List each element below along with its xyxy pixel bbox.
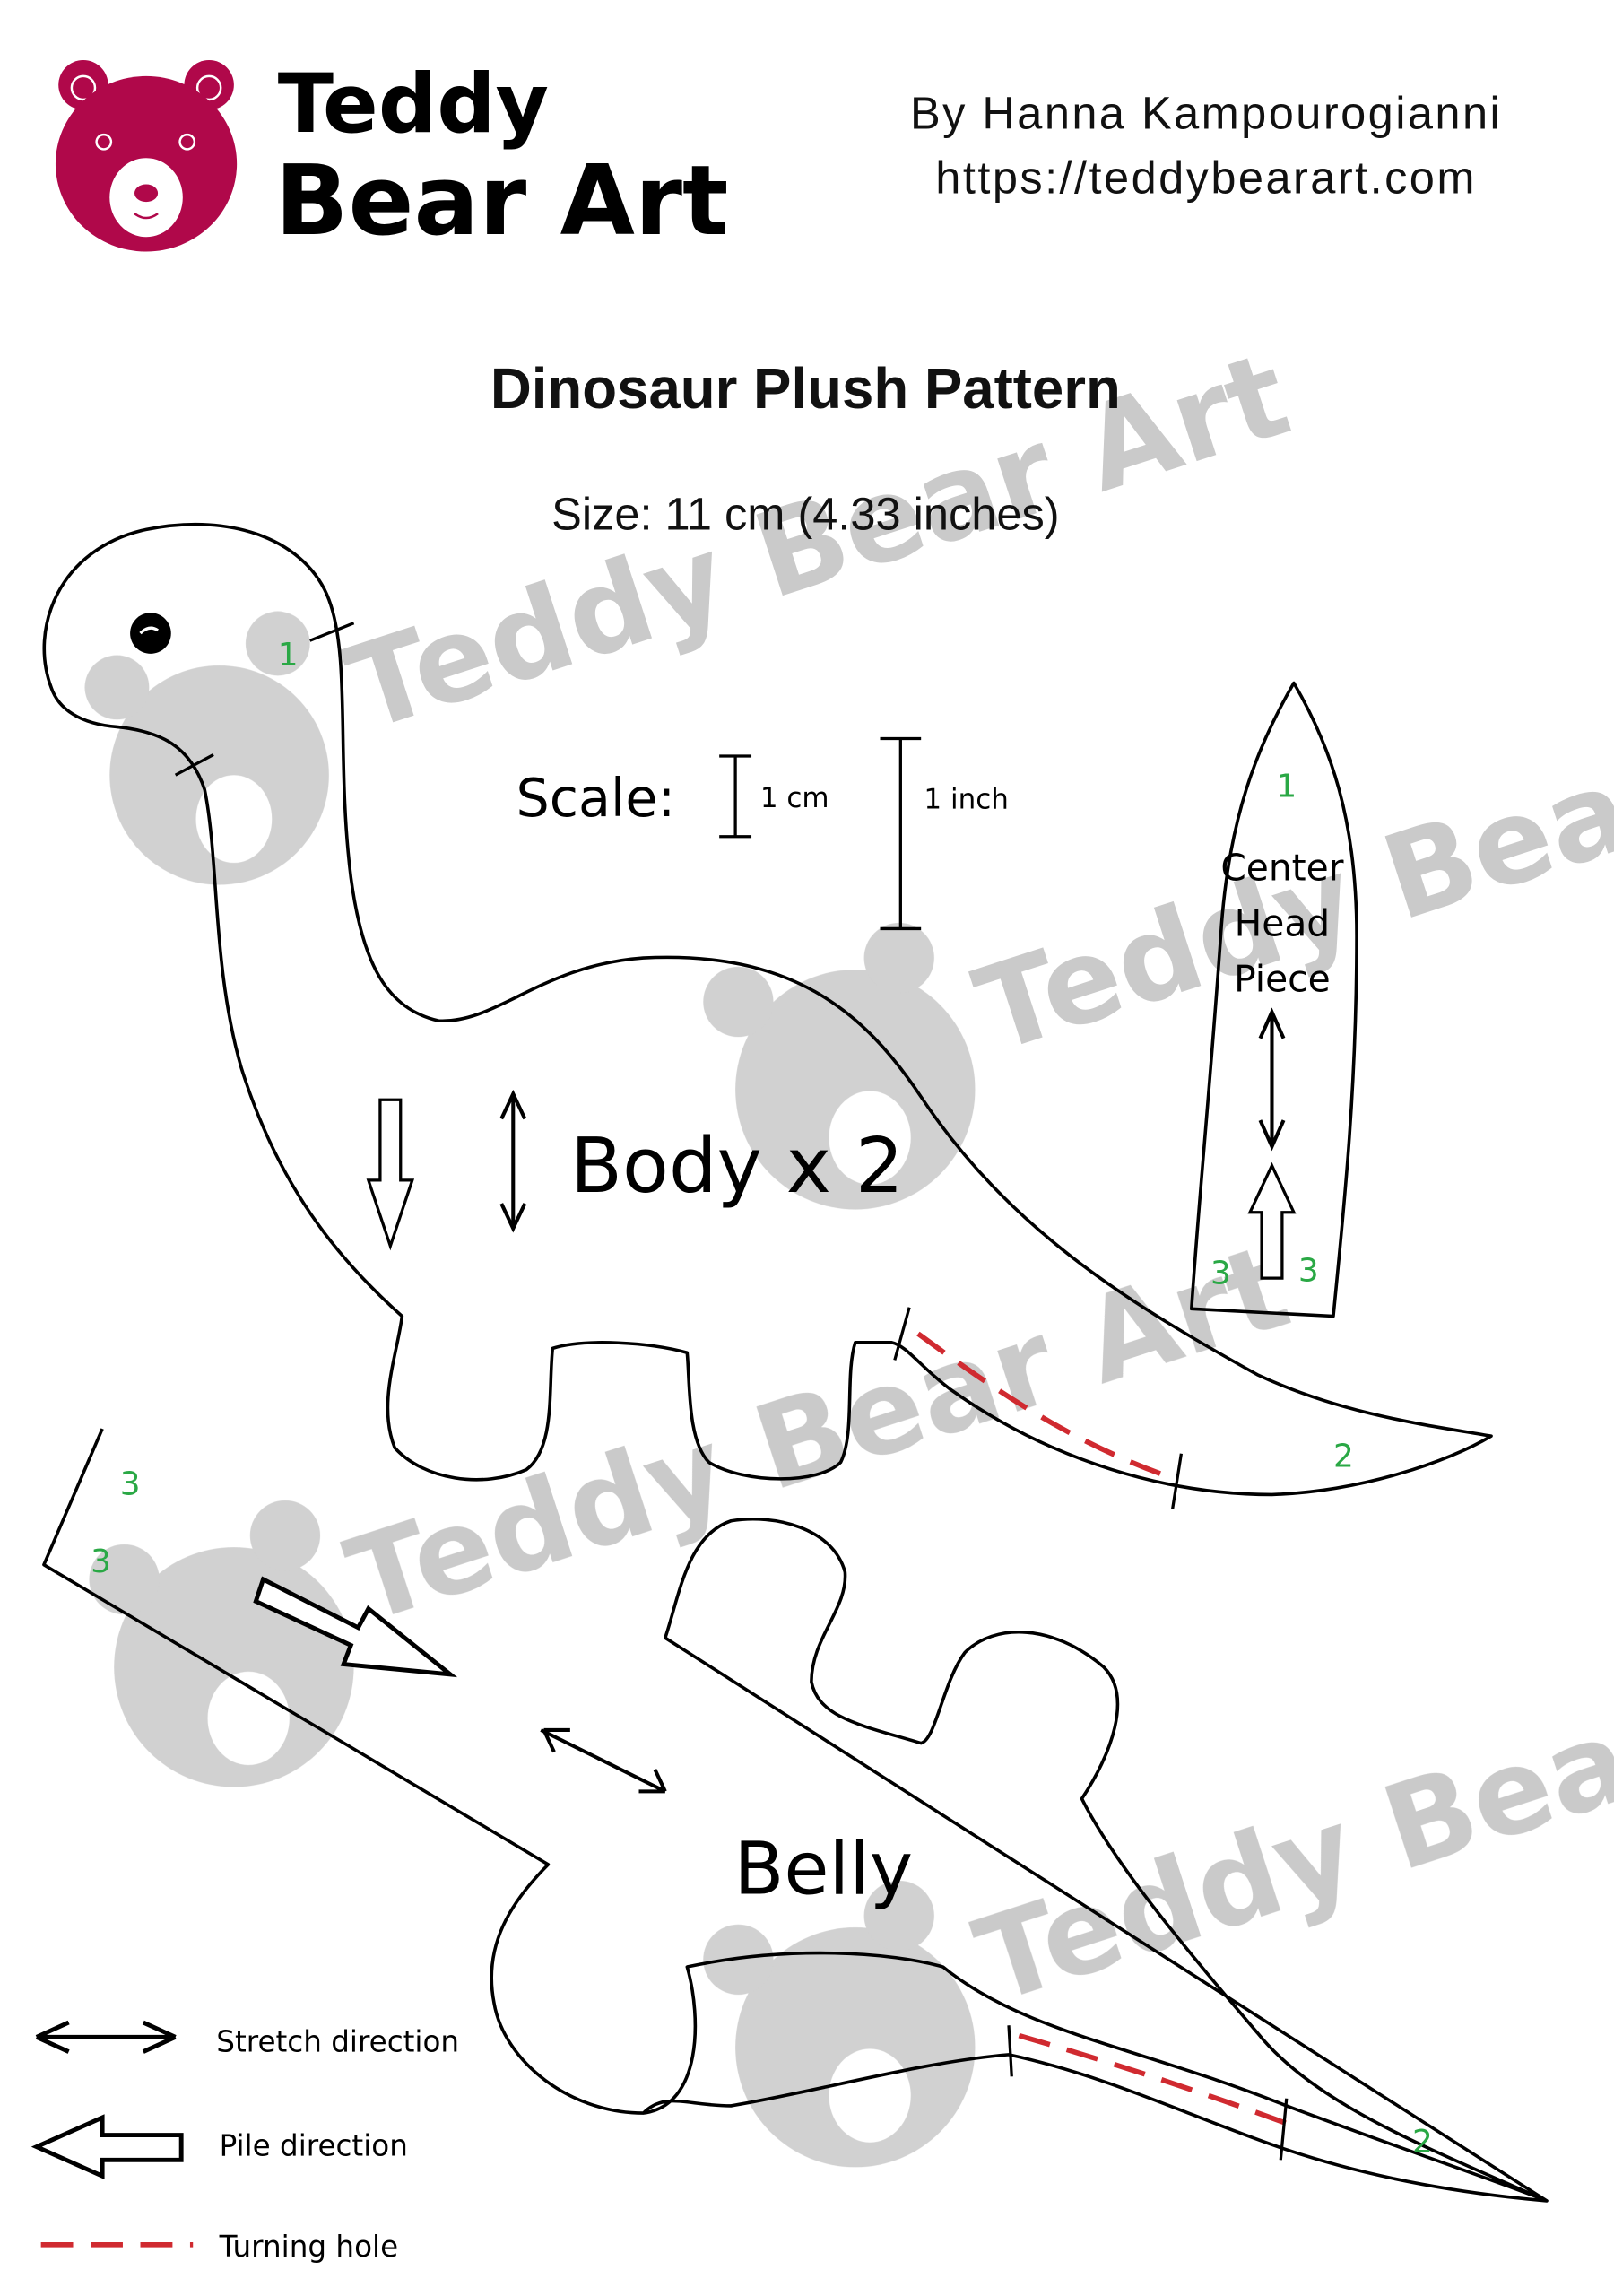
legend-turning-label: Turning hole xyxy=(219,2230,399,2264)
eye-icon xyxy=(130,613,171,654)
scale-label: Scale: xyxy=(516,768,676,829)
scale: Scale: 1 cm 1 inch xyxy=(516,736,1009,931)
scale-cm-bar xyxy=(719,754,752,839)
stretch-direction-icon xyxy=(35,2020,177,2054)
match-mark-3: 3 xyxy=(91,1544,111,1580)
logo-text-bear-art: Bear Art xyxy=(275,145,729,257)
scale-inch-bar xyxy=(880,736,922,931)
match-mark-3: 3 xyxy=(1298,1252,1319,1289)
pile-direction-icon xyxy=(1247,1161,1297,1280)
stretch-direction-icon xyxy=(499,1089,527,1233)
watermark-text: Teddy Bear Art xyxy=(332,1218,1304,1650)
legend-pile-label: Pile direction xyxy=(220,2128,408,2162)
belly-label: Belly xyxy=(733,1827,913,1912)
stretch-direction-icon xyxy=(540,1727,667,1794)
center-head-label-3: Piece xyxy=(1234,958,1331,1001)
center-head-piece: 1 Center Head Piece 3 3 xyxy=(1190,681,1358,1318)
match-mark-2: 2 xyxy=(1412,2124,1433,2161)
body-label: Body x 2 xyxy=(570,1121,904,1210)
pile-direction-icon xyxy=(366,1098,415,1251)
size-text: Size: 11 cm (4.33 inches) xyxy=(551,488,1059,539)
watermark-bear-icon xyxy=(84,611,976,2168)
stretch-direction-icon xyxy=(1258,1007,1286,1152)
legend-stretch-label: Stretch direction xyxy=(216,2025,459,2059)
match-mark-1: 1 xyxy=(278,637,299,674)
author-byline: By Hanna Kampourogianni xyxy=(910,88,1502,139)
bear-logo-icon xyxy=(55,59,238,252)
author-url[interactable]: https://teddybearart.com xyxy=(935,152,1477,203)
match-mark-1: 1 xyxy=(1276,769,1297,805)
center-head-label-2: Head xyxy=(1235,902,1331,945)
body-piece: 1 2 Body x 2 xyxy=(42,522,1493,1509)
scale-cm-label: 1 cm xyxy=(760,782,829,814)
watermark-text: Teddy Bear Art xyxy=(960,1598,1614,2031)
center-head-label-1: Center xyxy=(1220,847,1343,890)
match-mark-3: 3 xyxy=(1210,1256,1231,1292)
scale-inch-label: 1 inch xyxy=(924,784,1008,816)
belly-piece: 3 3 2 Belly xyxy=(42,1428,1549,2203)
page-title: Dinosaur Plush Pattern xyxy=(490,357,1121,421)
match-mark-2: 2 xyxy=(1333,1438,1354,1474)
logo: Teddy Bear Art xyxy=(55,56,729,257)
legend: Stretch direction Pile direction Turning… xyxy=(30,2020,459,2264)
turning-hole-body xyxy=(916,1331,1171,1480)
pile-direction-icon xyxy=(253,1576,458,1678)
turning-hole-belly xyxy=(1018,2032,1288,2126)
logo-text-teddy: Teddy xyxy=(278,56,549,152)
match-mark-3: 3 xyxy=(120,1465,141,1502)
pile-direction-icon xyxy=(30,2114,184,2179)
